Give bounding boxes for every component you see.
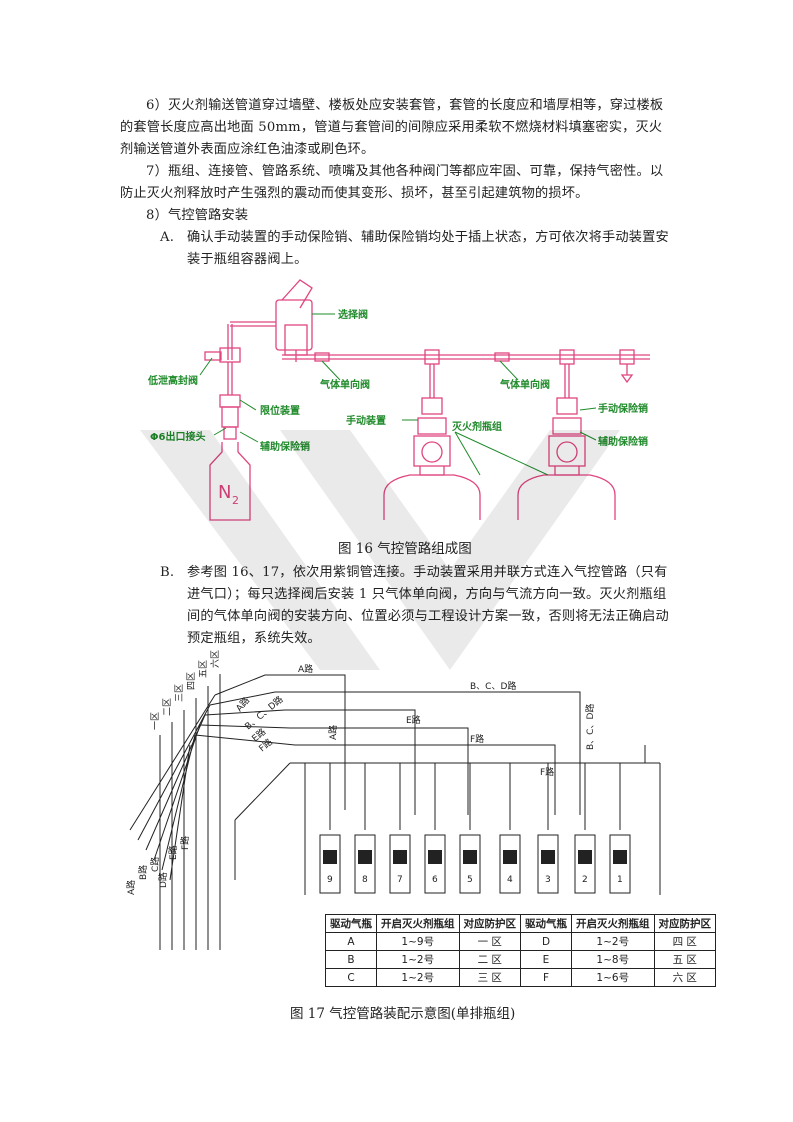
- label-n2-subscript: 2: [232, 494, 239, 507]
- route-f: F路: [470, 733, 484, 745]
- cyl-num-1: 1: [617, 875, 623, 885]
- table-cell: 1~9号: [376, 932, 460, 951]
- label-low-pressure-seal: 低泄高封阀: [147, 374, 198, 387]
- table-cell: C: [325, 968, 377, 987]
- table-cell: 1~2号: [376, 950, 460, 969]
- table-header-row: 驱动气瓶 开启灭火剂瓶组 对应防护区 驱动气瓶 开启灭火剂瓶组 对应防护区: [325, 914, 716, 933]
- paragraph-8-heading: 8）气控管路安装: [146, 208, 249, 223]
- item-b-label: B.: [160, 565, 175, 580]
- route-left-e: E路: [167, 845, 179, 860]
- cyl-num-4: 4: [507, 875, 513, 885]
- paragraph-7: 7）瓶组、连接管、管路系统、喷嘴及其他各种阀门等都应牢固、可靠，保持气密性。以防…: [120, 164, 664, 201]
- label-manual-device: 手动装置: [346, 414, 386, 427]
- figure-16-caption: 图 16 气控管路组成图: [338, 541, 472, 557]
- route-bcd-vert: B、C、D路: [584, 704, 596, 750]
- table-row: A 1~9号 一 区 D 1~2号 四 区: [325, 932, 716, 951]
- label-check-valve-2: 气体单向阀: [499, 378, 550, 391]
- figure-17-caption: 图 17 气控管路装配示意图(单排瓶组): [290, 1006, 516, 1022]
- zone-5: 五区: [198, 660, 209, 678]
- route-left-a: A路: [125, 880, 137, 895]
- table-cell: 六 区: [653, 968, 716, 987]
- route-bcd: B、C、D路: [470, 680, 516, 692]
- table-cell: 1~2号: [376, 968, 460, 987]
- zone-6: 六区: [209, 650, 221, 668]
- cyl-num-6: 6: [432, 875, 438, 885]
- route-e: E路: [406, 714, 421, 726]
- zone-1: 一区: [150, 712, 161, 730]
- label-aux-pin-1: 辅助保险销: [260, 440, 310, 453]
- table-cell: 1~6号: [571, 968, 655, 987]
- table-cell: 1~8号: [571, 950, 655, 969]
- route-left-d: D路: [157, 872, 169, 888]
- label-limit-device: 限位装置: [260, 404, 300, 417]
- label-check-valve-1: 气体单向阀: [319, 378, 370, 391]
- cyl-num-5: 5: [467, 875, 473, 885]
- table-row: B 1~2号 二 区 E 1~8号 五 区: [325, 950, 716, 969]
- table-cell: B: [325, 950, 377, 969]
- label-outlet-joint: Φ6出口接头: [150, 430, 205, 443]
- label-n2: N: [218, 482, 231, 503]
- cyl-num-8: 8: [362, 875, 368, 885]
- figure-16-diagram: 选择阀 低泄高封阀 气体单向阀 气体单向阀 限位装置 Φ6出口接头 辅助保险销 …: [147, 279, 650, 521]
- table-header: 开启灭火剂瓶组: [376, 914, 460, 933]
- route-f-vert: F路: [540, 766, 554, 778]
- table-cell: 四 区: [653, 932, 716, 951]
- table-cell: 五 区: [653, 950, 716, 969]
- table-row: C 1~2号 三 区 F 1~6号 六 区: [325, 968, 716, 987]
- table-cell: F: [520, 968, 572, 987]
- label-manual-pin: 手动保险销: [598, 402, 648, 415]
- table-header: 驱动气瓶: [325, 914, 377, 933]
- table-header: 对应防护区: [653, 914, 716, 933]
- table-cell: 三 区: [458, 968, 521, 987]
- table-cell: D: [520, 932, 572, 951]
- cyl-num-3: 3: [545, 875, 551, 885]
- table-header: 对应防护区: [458, 914, 521, 933]
- table-header: 开启灭火剂瓶组: [571, 914, 655, 933]
- table-cell: 1~2号: [571, 932, 655, 951]
- item-b-text: 参考图 16、17，依次用紫铜管连接。手动装置采用并联方式连入气控管路（只有进气…: [187, 565, 669, 646]
- route-left-f: F路: [179, 836, 191, 850]
- table-cell: E: [520, 950, 572, 969]
- table-cell: A: [325, 932, 377, 951]
- route-left-top-bcd: B、C、D路: [242, 693, 285, 732]
- cyl-num-2: 2: [582, 875, 588, 885]
- drive-cylinder-table: 驱动气瓶 开启灭火剂瓶组 对应防护区 驱动气瓶 开启灭火剂瓶组 对应防护区 A …: [325, 914, 716, 987]
- zone-4: 四区: [186, 672, 197, 690]
- route-left-b: B路: [137, 865, 149, 880]
- zone-3: 三区: [174, 684, 185, 702]
- item-a-label: A.: [160, 230, 175, 245]
- route-a: A路: [298, 663, 313, 675]
- label-agent-cylinders: 灭火剂瓶组: [451, 420, 502, 433]
- route-a-vert: A路: [327, 725, 339, 740]
- figure-17-diagram: 9 8 7 6 5 4 3 2 1 A路 B、C、D路 E路 F路 A路 B、C…: [125, 650, 661, 950]
- label-selector-valve: 选择阀: [338, 308, 368, 321]
- paragraph-6: 6）灭火剂输送管道穿过墙壁、楼板处应安装套管，套管的长度应和墙厚相等，穿过楼板的…: [120, 98, 664, 157]
- zone-2: 二区: [162, 698, 173, 716]
- cyl-num-7: 7: [397, 875, 403, 885]
- route-left-c: C路: [149, 857, 161, 872]
- item-a-text: 确认手动装置的手动保险销、辅助保险销均处于插上状态，方可依次将手动装置安装于瓶组…: [187, 230, 669, 267]
- label-aux-pin-2: 辅助保险销: [598, 435, 648, 448]
- table-header: 驱动气瓶: [520, 914, 572, 933]
- cyl-num-9: 9: [327, 875, 333, 885]
- table-cell: 二 区: [458, 950, 521, 969]
- table-cell: 一 区: [458, 932, 521, 951]
